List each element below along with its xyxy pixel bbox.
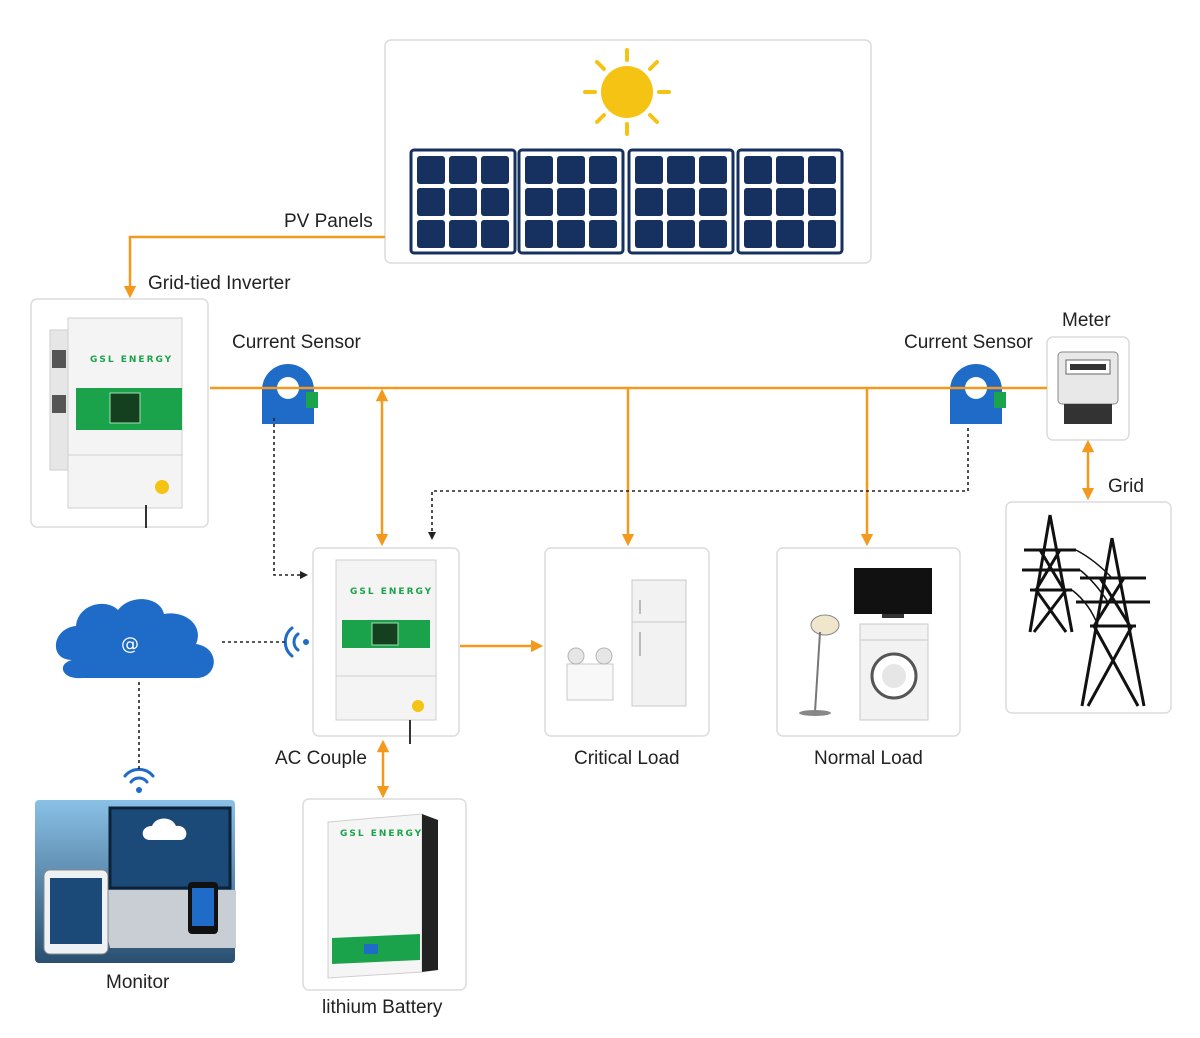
solar-cell	[481, 156, 509, 184]
solar-cell	[589, 220, 617, 248]
current-sensor-right	[950, 364, 1006, 424]
solar-cell	[699, 220, 727, 248]
battery-brand: GSL ENERGY	[340, 829, 423, 839]
solar-cell	[449, 220, 477, 248]
floor-lamp-icon	[799, 614, 840, 716]
solar-cell	[699, 156, 727, 184]
ac-couple-label: AC Couple	[275, 748, 367, 769]
solar-cell	[481, 220, 509, 248]
solar-cell	[699, 188, 727, 216]
signal-lines	[138, 418, 969, 770]
solar-cell	[557, 220, 585, 248]
solar-cell	[589, 188, 617, 216]
solar-cell	[667, 188, 695, 216]
solar-cell	[525, 188, 553, 216]
current-sensor-icon	[262, 364, 318, 424]
solar-panel-icon	[409, 148, 844, 255]
solar-cell	[417, 188, 445, 216]
emergency-light-icon	[566, 647, 614, 701]
sun-icon	[583, 48, 671, 136]
inverter-icon: GSL ENERGY	[335, 559, 437, 744]
normal-load-label: Normal Load	[814, 748, 923, 769]
solar-cell	[481, 188, 509, 216]
grid-tied-inverter-label: Grid-tied Inverter	[148, 273, 291, 294]
solar-cell	[744, 188, 772, 216]
solar-cell	[635, 188, 663, 216]
grid-tied-inverter-card: GSL ENERGY	[30, 298, 209, 528]
solar-cell	[667, 220, 695, 248]
grid-label: Grid	[1108, 476, 1144, 497]
battery-icon: GSL ENERGY	[327, 813, 438, 979]
tv-icon	[854, 568, 932, 618]
solar-cell	[449, 188, 477, 216]
ac-couple-card: GSL ENERGY	[312, 547, 460, 744]
solar-cell	[776, 220, 804, 248]
current-sensor-left	[262, 364, 318, 424]
cloud-icon: @	[55, 599, 214, 679]
ac-couple-brand: GSL ENERGY	[350, 587, 433, 597]
lithium-battery-label: lithium Battery	[322, 997, 443, 1018]
critical-load-label: Critical Load	[574, 748, 680, 769]
monitor-image	[35, 800, 236, 963]
pv-panels-label: PV Panels	[284, 211, 373, 232]
cloud-at-symbol: @	[121, 634, 139, 655]
grid-card	[1005, 501, 1172, 714]
solar-cell	[557, 188, 585, 216]
solar-cell	[808, 188, 836, 216]
meter-card	[1046, 336, 1130, 441]
meter-icon	[1057, 351, 1119, 424]
wifi-icon	[123, 767, 155, 793]
normal-load-card	[776, 547, 961, 737]
solar-cell	[417, 220, 445, 248]
solar-cell	[635, 156, 663, 184]
washing-machine-icon	[859, 623, 929, 721]
monitor-label: Monitor	[106, 972, 170, 993]
solar-cell	[417, 156, 445, 184]
solar-cell	[667, 156, 695, 184]
solar-cell	[589, 156, 617, 184]
meter-label: Meter	[1062, 310, 1111, 331]
solar-cell	[449, 156, 477, 184]
solar-cell	[525, 156, 553, 184]
inverter-icon: GSL ENERGY	[49, 317, 183, 528]
transmission-tower-icon	[1022, 514, 1150, 707]
solar-cell	[525, 220, 553, 248]
power-lines	[123, 235, 1095, 799]
pv-panels-card	[384, 39, 872, 264]
wifi-icon	[283, 626, 309, 658]
refrigerator-icon	[631, 579, 687, 707]
current-sensor-icon	[950, 364, 1006, 424]
solar-cell	[557, 156, 585, 184]
solar-cell	[635, 220, 663, 248]
current-sensor-right-label: Current Sensor	[904, 332, 1034, 353]
solar-cell	[776, 188, 804, 216]
laptop-icon	[43, 806, 236, 955]
inverter-brand: GSL ENERGY	[90, 355, 173, 365]
critical-load-card	[544, 547, 710, 737]
solar-cell	[808, 220, 836, 248]
solar-cell	[776, 156, 804, 184]
solar-cell	[808, 156, 836, 184]
lithium-battery-card: GSL ENERGY	[302, 798, 467, 991]
solar-cell	[744, 156, 772, 184]
solar-cell	[744, 220, 772, 248]
current-sensor-left-label: Current Sensor	[232, 332, 362, 353]
